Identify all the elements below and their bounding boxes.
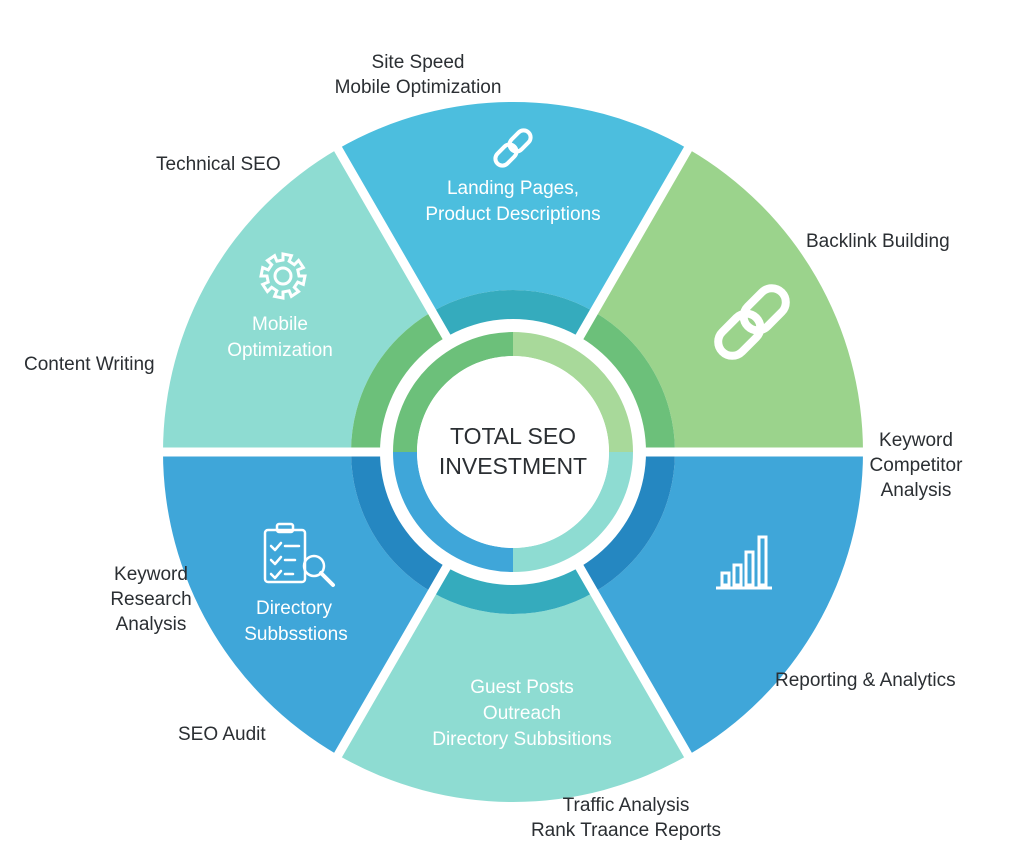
core-quadrant-top-right <box>513 332 633 452</box>
label-traffic-analysis: Traffic Analysis Rank Traance Reports <box>530 795 722 841</box>
gear-icon <box>259 252 307 300</box>
segment-bottom-label-2: Outreach <box>483 703 561 724</box>
segment-bottom-label-3: Directory Subbsitions <box>432 729 612 750</box>
segment-separators <box>157 141 869 763</box>
segment-bottom-left-label-1: Directory <box>256 598 333 619</box>
label-site-speed: Site Speed Mobile Optimization <box>334 52 502 98</box>
center-title-line2: INVESTMENT <box>439 453 587 479</box>
segment-top <box>338 101 688 312</box>
segment-top-left <box>163 148 432 452</box>
label-technical-seo: Technical SEO <box>156 154 281 175</box>
segment-separator <box>569 141 695 351</box>
segment-top-right <box>594 148 863 452</box>
label-seo-audit: SEO Audit <box>178 724 266 745</box>
core-quadrant-top-left <box>393 332 513 452</box>
segment-bottom <box>338 592 688 803</box>
segment-top-label-1: Landing Pages, <box>447 178 579 199</box>
bar-chart-icon <box>716 535 772 590</box>
segment-top-left-label-2: Optimization <box>227 340 333 361</box>
segment-separator <box>331 553 457 763</box>
chain-link-icon <box>714 284 790 360</box>
segment-bottom-right <box>594 452 863 756</box>
segment-top-left-label-1: Mobile <box>252 314 308 335</box>
label-keyword-competitor: Keyword Competitor Analysis <box>869 430 963 501</box>
segment-bottom-label-1: Guest Posts <box>470 677 574 698</box>
core-quadrant-bottom-left <box>393 452 513 572</box>
core-quadrant-bottom-right <box>513 452 633 572</box>
segment-separator <box>331 141 457 351</box>
label-backlink-building: Backlink Building <box>806 231 950 252</box>
checklist-search-icon <box>263 522 335 587</box>
label-content-writing: Content Writing <box>24 354 155 375</box>
segment-bottom-left <box>163 452 432 756</box>
center-title-line1: TOTAL SEO <box>450 423 576 449</box>
segment-separator <box>569 553 695 763</box>
link-icon <box>493 128 533 168</box>
core-center <box>417 356 609 548</box>
segment-bottom-left-label-2: Subbsstions <box>244 624 348 645</box>
label-reporting-analytics: Reporting & Analytics <box>775 670 956 691</box>
label-keyword-research: Keyword Research Analysis <box>110 564 192 635</box>
segment-top-label-2: Product Descriptions <box>425 204 600 225</box>
